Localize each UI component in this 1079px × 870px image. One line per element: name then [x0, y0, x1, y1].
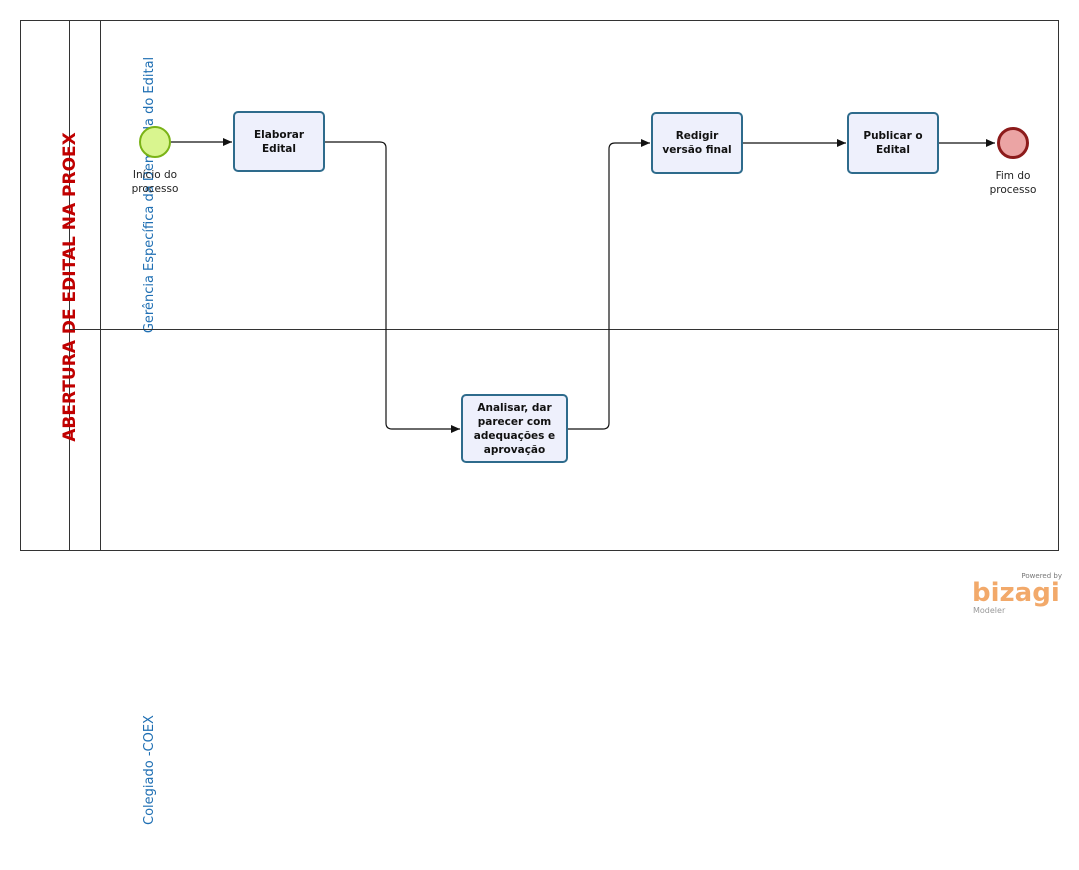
task-publicar-edital[interactable]: Publicar o Edital [847, 112, 939, 174]
start-event[interactable] [139, 126, 171, 158]
pool-header: ABERTURA DE EDITAL NA PROEX [20, 20, 80, 551]
pool [20, 20, 1059, 551]
bizagi-logo: Powered by bizagi Modeler [972, 572, 1062, 617]
flow-elaborar-to-analisar [325, 141, 460, 433]
lane-title-colegiado: Colegiado -COEX [142, 715, 157, 825]
lane-separator [70, 329, 1059, 330]
sequence-flows [171, 138, 995, 433]
lane-header-colegiado: Colegiado -COEX [70, 330, 157, 825]
lane-header-gerencia: Gerência Específica da Demanda do Edital [70, 20, 157, 333]
end-event[interactable] [997, 127, 1029, 159]
task-elaborar-edital[interactable]: Elaborar Edital [233, 111, 325, 172]
task-analisar-parecer[interactable]: Analisar, dar parecer com adequações e a… [461, 394, 568, 463]
flow-analisar-to-redigir [568, 139, 650, 430]
start-event-label: Início do processo [131, 169, 179, 195]
powered-by-text: Powered by [1021, 572, 1062, 580]
task-redigir-versao-final[interactable]: Redigir versão final [651, 112, 743, 174]
end-event-label: Fim do processo [989, 170, 1037, 196]
brand-name: bizagi [972, 578, 1060, 608]
brand-product: Modeler [973, 606, 1006, 615]
